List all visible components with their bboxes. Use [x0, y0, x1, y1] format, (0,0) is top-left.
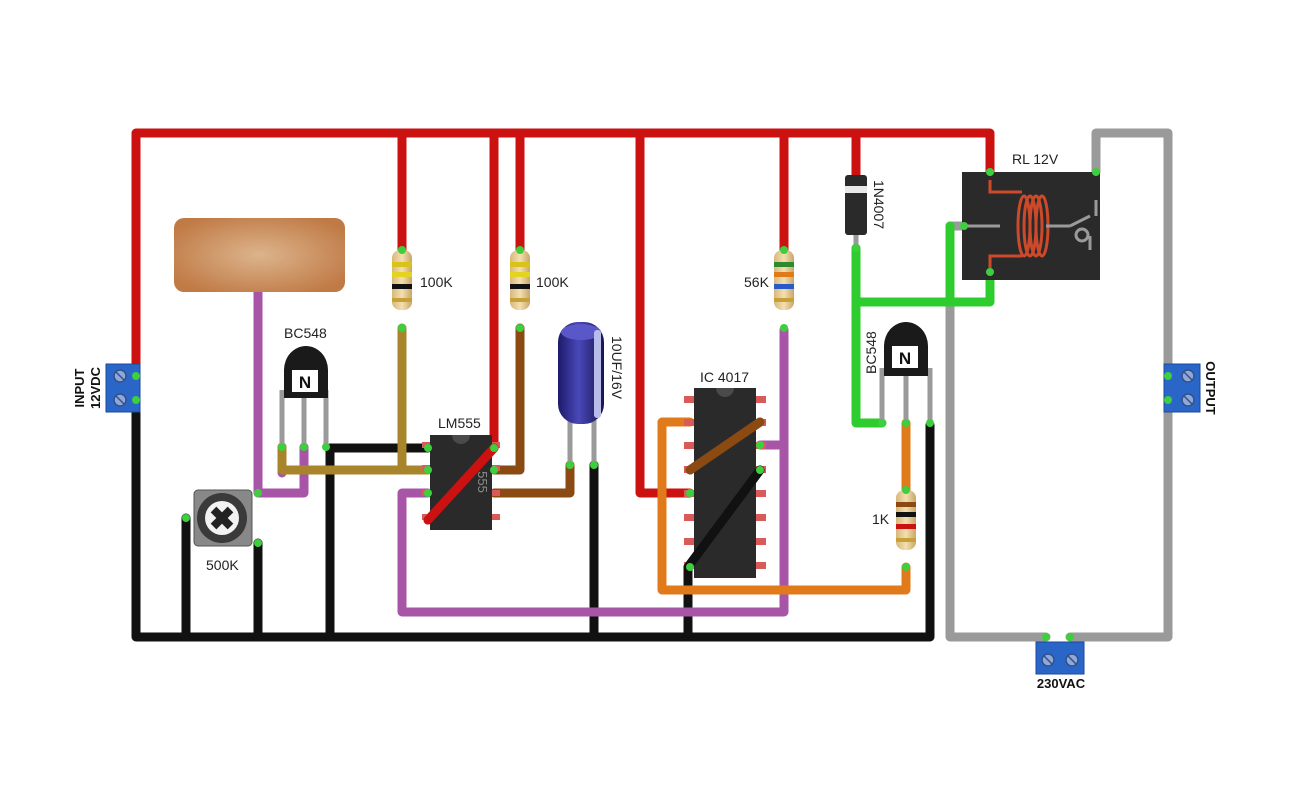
pot-label: 500K [206, 557, 239, 573]
q1-label: BC548 [284, 325, 327, 341]
cap-label: 10UF/16V [609, 336, 625, 400]
transistor-q2: N [879, 322, 933, 423]
r4-label: 1K [872, 511, 890, 527]
vcc-rail [131, 128, 995, 380]
r3-label: 56K [744, 274, 770, 290]
4017-jumper-black-top [683, 465, 765, 572]
transistor-q1: N [279, 346, 329, 447]
svg-text:N: N [299, 373, 311, 392]
tan-wires [277, 323, 433, 475]
green-wires [851, 221, 995, 428]
ac-wires [945, 128, 1173, 642]
vcc-to-4017 [635, 128, 695, 498]
potentiometer [193, 489, 253, 547]
r1-label: 100K [420, 274, 453, 290]
diode-label: 1N4007 [871, 180, 887, 229]
ac-relay-to-supply [945, 221, 1051, 642]
4017-to-r4 [657, 417, 911, 595]
diode-to-relay [851, 243, 995, 307]
svg-text:N: N [899, 349, 911, 368]
resistor-r3 [774, 250, 794, 310]
ic4017-label: IC 4017 [700, 369, 749, 385]
svg-text:555: 555 [475, 471, 490, 493]
relay-to-q2 [851, 297, 887, 428]
555-to-cap [489, 460, 575, 498]
555-to-r3 [397, 325, 789, 617]
relay-label: RL 12V [1012, 151, 1059, 167]
lm555-label: LM555 [438, 415, 481, 431]
q1-to-555 [277, 442, 407, 475]
4017-jumper-brown-top [685, 417, 765, 475]
r2-to-555 [489, 323, 525, 475]
pin-markers [132, 168, 1172, 641]
resistor-r1 [392, 250, 412, 310]
gnd-q1-555 [325, 443, 433, 642]
output-terminal [1163, 363, 1201, 413]
resistor-r2 [510, 250, 530, 310]
output-label: OUTPUT [1203, 361, 1218, 415]
relay [962, 172, 1100, 280]
touch-sensor-plate [174, 218, 345, 292]
capacitor [558, 322, 604, 465]
q2-label: BC548 [863, 331, 879, 374]
gnd-rail [131, 395, 935, 642]
vcc-wires [131, 128, 995, 525]
input-label-line1: INPUT [72, 368, 87, 407]
orange-wires [657, 417, 911, 595]
ac-relay-to-output [1065, 128, 1173, 642]
input-terminal [105, 363, 141, 413]
input-label-line2: 12VDC [88, 366, 103, 409]
diode-1n4007 [845, 175, 867, 248]
ac-supply-label: 230VAC [1037, 676, 1086, 691]
555-jumper-red-top [423, 443, 499, 525]
ac-supply-terminal [1035, 641, 1085, 675]
resistor-r4 [896, 490, 916, 550]
r2-label: 100K [536, 274, 569, 290]
